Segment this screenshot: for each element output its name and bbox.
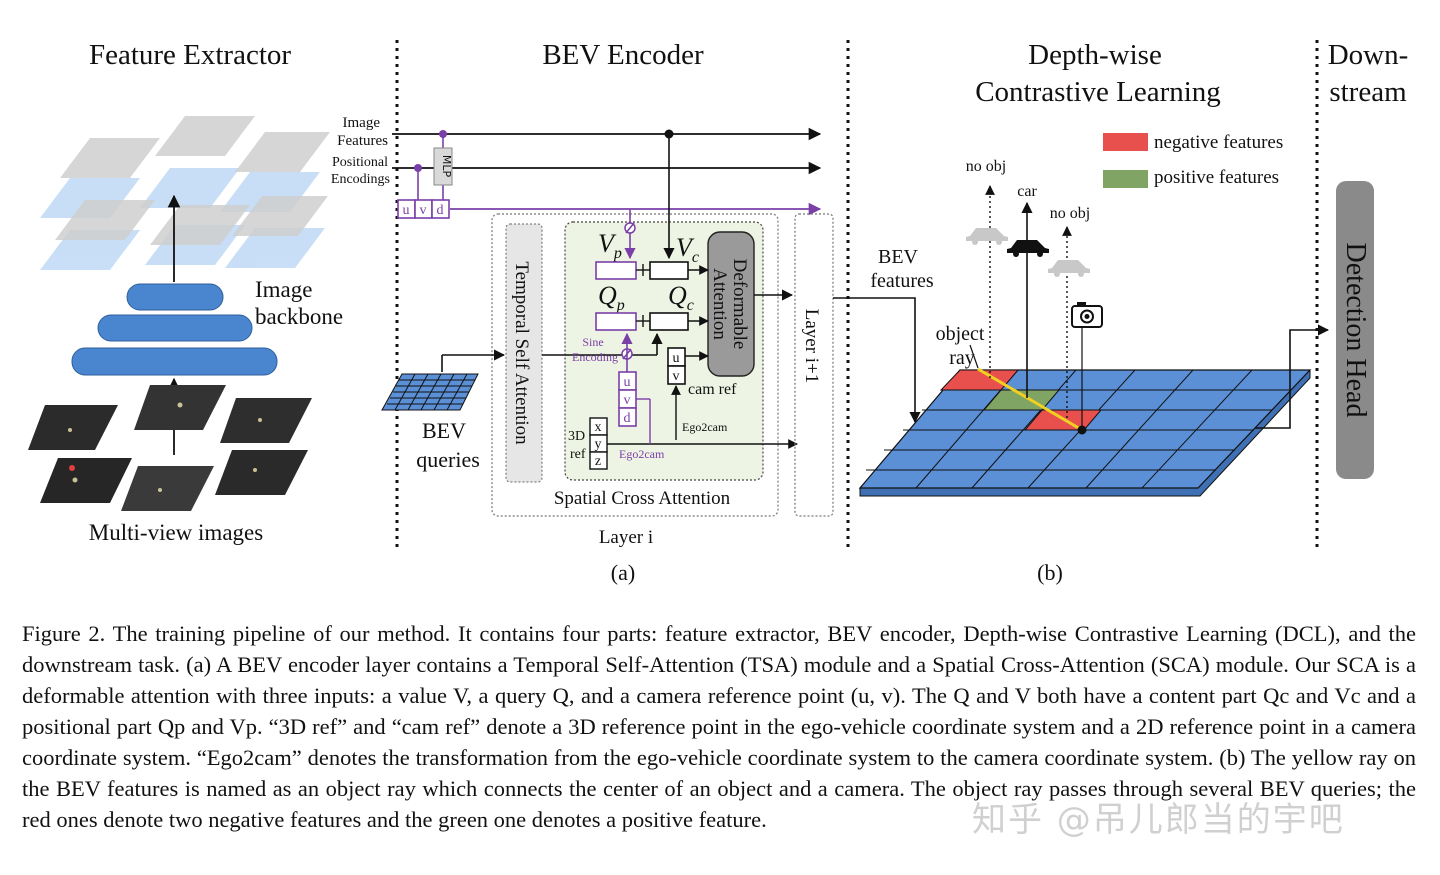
svg-text:no obj: no obj [1050,205,1090,222]
uvd-vertical-box [618,371,637,427]
section-dividers [395,40,1319,552]
panel-b-label: (b) [1037,560,1063,585]
legend-negative-swatch [1103,133,1148,151]
figure-caption: Figure 2. The training pipeline of our m… [22,621,1416,832]
title-dcl-line2: Contrastive Learning [975,76,1221,108]
positional-encodings-label-1: Positional [332,155,388,170]
vc-box [649,261,689,280]
title-downstream-line1: Down- [1328,39,1409,71]
svg-text:MLP: MLP [440,155,453,178]
qc-symbol: Qc [668,281,694,314]
svg-text:Ego2cam: Ego2cam [619,447,665,461]
svg-text:Encoding: Encoding [572,350,618,364]
cam-ref-label: cam ref [688,381,737,398]
svg-text:d: d [624,411,631,426]
svg-text:ray: ray [949,347,975,369]
deformable-attention-box [707,231,755,377]
svg-text:object: object [936,323,985,345]
svg-text:v: v [673,369,680,384]
svg-text:car: car [1017,183,1037,200]
pipeline-figure: Feature Extractor BEV Encoder Depth-wise… [28,39,1409,585]
vp-symbol: Vp [598,229,622,262]
svg-text:u: u [403,203,410,218]
panel-a-label: (a) [611,560,635,585]
image-features-label-1: Image [343,115,381,131]
svg-text:u: u [624,375,631,390]
camera-icon [1071,302,1103,328]
image-backbone-label-2: backbone [255,304,343,329]
layer-i-label: Layer i [599,527,653,548]
uvd-box [397,199,450,219]
svg-text:Ego2cam: Ego2cam [682,420,728,434]
tsa-label: Temporal Self Attention [511,261,532,445]
svg-text:features: features [870,270,934,292]
feature-map-stack [40,116,330,270]
qp-symbol: Qp [598,281,625,314]
layer-i-box [491,213,779,517]
qc-box [649,312,689,331]
vp-box [595,261,637,280]
svg-text:z: z [595,454,601,469]
svg-text:d: d [437,203,444,218]
car-icon-faded-1 [966,228,1008,245]
svg-text:Attention: Attention [709,268,730,340]
layer-i1-label: Layer i+1 [801,309,822,384]
svg-text:u: u [673,351,680,366]
detection-head-box [1336,181,1374,479]
qp-box [595,312,637,331]
svg-text:queries: queries [416,447,480,472]
legend-negative-label: negative features [1154,132,1283,153]
vc-symbol: Vc [676,233,699,266]
mlp-block: MLP [433,147,453,186]
image-backbone [71,283,278,376]
multi-view-images [28,385,312,511]
title-downstream-line2: stream [1329,76,1407,108]
svg-text:y: y [595,437,602,452]
positional-encodings-label-2: Encodings [331,172,390,187]
image-backbone-label-1: Image [255,277,312,302]
svg-text:v: v [420,203,427,218]
detection-head-label: Detection Head [1340,243,1371,418]
svg-text:Sine: Sine [582,335,603,349]
svg-text:ref: ref [570,447,586,462]
sca-label: Spatial Cross Attention [554,488,731,509]
svg-text:BEV: BEV [878,246,919,268]
svg-text:3D: 3D [568,429,585,444]
svg-text:Deformable: Deformable [729,259,750,350]
multi-view-images-label: Multi-view images [89,520,263,545]
svg-text:no obj: no obj [966,158,1006,175]
watermark: 知乎 @吊儿郎当的宇吧 [972,800,1345,840]
cam-ref-box [667,347,686,385]
svg-text:BEV: BEV [422,418,466,443]
title-dcl-line1: Depth-wise [1028,39,1162,71]
car-icon [1007,240,1049,257]
svg-text:x: x [595,420,602,435]
image-features-label-2: Features [337,133,388,149]
object-ray [977,367,1083,432]
title-feature-extractor: Feature Extractor [89,39,291,71]
bev-queries-grid [381,373,479,411]
legend-positive-label: positive features [1154,167,1279,188]
title-bev-encoder: BEV Encoder [542,39,704,71]
svg-text:v: v [624,393,631,408]
tsa-box [505,223,543,483]
car-icon-faded-2 [1048,260,1090,277]
legend-positive-swatch [1103,170,1148,188]
